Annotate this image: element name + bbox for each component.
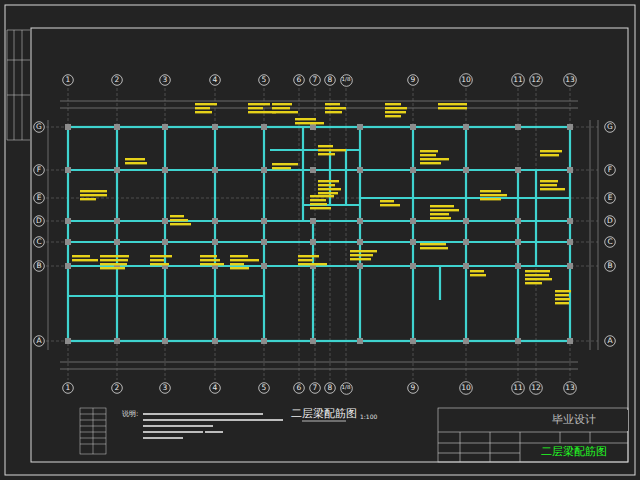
axis-label: C bbox=[36, 238, 41, 246]
axis-bubble: 1 bbox=[62, 74, 74, 86]
axis-bubble: D bbox=[33, 215, 45, 227]
axis-bubble: 11 bbox=[511, 381, 525, 395]
axis-bubble: G bbox=[33, 121, 45, 133]
axis-label: 6 bbox=[297, 76, 302, 84]
axis-label: 1 bbox=[66, 76, 71, 84]
axis-bubble: 10 bbox=[459, 73, 473, 87]
axis-bubble: 3 bbox=[159, 382, 171, 394]
axis-label: 2 bbox=[115, 384, 120, 392]
axis-bubble: 12 bbox=[529, 73, 543, 87]
axis-label: C bbox=[607, 238, 612, 246]
axis-label: 4 bbox=[213, 76, 218, 84]
axis-label: A bbox=[36, 337, 41, 345]
axis-label: 7 bbox=[313, 76, 318, 84]
axis-bubble: 1 bbox=[62, 382, 74, 394]
axis-label: 11 bbox=[513, 76, 523, 84]
axis-bubble: 10 bbox=[459, 381, 473, 395]
axis-bubble: D bbox=[604, 215, 616, 227]
axis-bubble: 9 bbox=[407, 382, 419, 394]
axis-bubble: 13 bbox=[563, 73, 577, 87]
axis-bubble: 1/8 bbox=[340, 382, 353, 395]
axis-bubble: F bbox=[33, 164, 45, 176]
axis-label: 6 bbox=[297, 384, 302, 392]
axis-bubble: 4 bbox=[209, 382, 221, 394]
axis-bubble: 9 bbox=[407, 74, 419, 86]
axis-bubble: G bbox=[604, 121, 616, 133]
axis-bubble: A bbox=[604, 335, 616, 347]
axis-label: 3 bbox=[163, 76, 168, 84]
axis-bubble: 7 bbox=[309, 382, 321, 394]
axis-label: D bbox=[36, 217, 42, 225]
axis-label: 3 bbox=[163, 384, 168, 392]
axis-label: 8 bbox=[328, 76, 333, 84]
axis-label: 12 bbox=[531, 76, 541, 84]
axis-label: B bbox=[36, 262, 41, 270]
axis-label: 12 bbox=[531, 384, 541, 392]
axis-bubble: 6 bbox=[293, 382, 305, 394]
axis-label: 9 bbox=[411, 384, 416, 392]
axis-bubble: 1/8 bbox=[340, 74, 353, 87]
axis-bubble: F bbox=[604, 164, 616, 176]
axis-label: 10 bbox=[461, 384, 471, 392]
title-text: 毕业设计 bbox=[552, 414, 596, 426]
axis-bubble: A bbox=[33, 335, 45, 347]
axis-bubble: 3 bbox=[159, 74, 171, 86]
axis-label: B bbox=[607, 262, 612, 270]
axis-label: 13 bbox=[565, 76, 575, 84]
axis-bubble: 5 bbox=[258, 382, 270, 394]
title-block-cell: 毕业设计 bbox=[520, 410, 628, 431]
axis-bubble: C bbox=[33, 236, 45, 248]
axis-bubble: 8 bbox=[324, 382, 336, 394]
scale-label: 1:100 bbox=[360, 413, 377, 420]
axis-label: 13 bbox=[565, 384, 575, 392]
axis-label: E bbox=[608, 194, 613, 202]
axis-label: G bbox=[36, 123, 42, 131]
axis-bubble: 11 bbox=[511, 73, 525, 87]
axis-bubble: B bbox=[604, 260, 616, 272]
axis-label: F bbox=[37, 166, 41, 174]
axis-label: F bbox=[608, 166, 612, 174]
axis-label: 1 bbox=[66, 384, 71, 392]
axis-bubble: 4 bbox=[209, 74, 221, 86]
axis-bubble: E bbox=[604, 192, 616, 204]
axis-bubble: 12 bbox=[529, 381, 543, 395]
axis-bubble: E bbox=[33, 192, 45, 204]
axis-label: 5 bbox=[262, 76, 267, 84]
axis-label: D bbox=[607, 217, 613, 225]
axis-label: 5 bbox=[262, 384, 267, 392]
axis-bubble: 2 bbox=[111, 74, 123, 86]
axis-bubble: 7 bbox=[309, 74, 321, 86]
axis-label: 8 bbox=[328, 384, 333, 392]
notes-heading: 说明: bbox=[122, 409, 138, 419]
axis-label: 9 bbox=[411, 76, 416, 84]
axis-label: A bbox=[607, 337, 612, 345]
axis-bubble: 13 bbox=[563, 381, 577, 395]
axis-bubble: B bbox=[33, 260, 45, 272]
title-text: 二层梁配筋图 bbox=[541, 446, 607, 458]
axis-label: 10 bbox=[461, 76, 471, 84]
axis-bubble: C bbox=[604, 236, 616, 248]
axis-bubble: 5 bbox=[258, 74, 270, 86]
axis-label: G bbox=[607, 123, 613, 131]
axis-label: 11 bbox=[513, 384, 523, 392]
axis-label: 7 bbox=[313, 384, 318, 392]
axis-label: E bbox=[37, 194, 42, 202]
drawing-title: 二层梁配筋图 bbox=[291, 406, 357, 421]
axis-bubble: 8 bbox=[324, 74, 336, 86]
axis-label: 4 bbox=[213, 384, 218, 392]
axis-label: 1/8 bbox=[342, 385, 351, 391]
axis-label: 2 bbox=[115, 76, 120, 84]
axis-label: 1/8 bbox=[342, 77, 351, 83]
axis-bubble: 6 bbox=[293, 74, 305, 86]
title-block-cell: 二层梁配筋图 bbox=[521, 444, 627, 461]
axis-bubble: 2 bbox=[111, 382, 123, 394]
